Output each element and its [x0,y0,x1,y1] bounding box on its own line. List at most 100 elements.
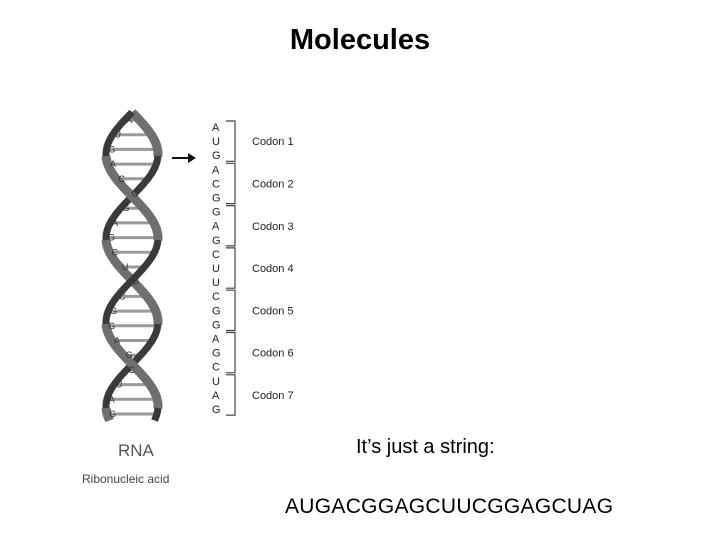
sequence-base: G [212,305,221,317]
ribbon-strand-a [137,287,147,296]
ribbon-strand-a [142,125,153,133]
ribbon-strand-b [128,193,138,202]
sequence-base: U [212,136,220,148]
helix-base: U [116,380,123,390]
helix-base: A [110,159,116,169]
ribbon-strand-a [116,206,124,213]
helix-base: A [109,394,115,404]
ribbon-strand-b [145,213,156,221]
helix-base: G [108,321,115,331]
ribbon-strand-b [110,173,120,181]
ribbon-strand-b [134,269,143,277]
ribbon-strand-a [117,203,126,211]
ribbon-strand-b [119,285,128,293]
ribbon-strand-a [111,380,119,387]
ribbon-strand-a [121,199,130,207]
ribbon-strand-a [112,378,121,385]
rna-sublabel: Ribonucleic acid [82,472,169,486]
ribbon-strand-a [137,119,147,128]
ribbon-strand-a [143,344,152,351]
ribbon-strand-b [113,345,123,353]
ribbon-strand-a [114,208,122,215]
ribbon-strand-b [140,264,148,271]
ribbon-strand-b [136,369,146,378]
right-arrow-icon [172,153,196,163]
ribbon-strand-a [145,342,153,349]
ribbon-strand-a [108,216,117,223]
ribbon-strand-a [108,255,119,263]
ribbon-strand-a [142,346,150,353]
ribbon-strand-a [106,252,116,259]
ribbon-strand-a [134,353,143,361]
ribbon-strand-a [145,129,156,137]
helix-base: G [123,203,130,213]
ribbon-strand-b [130,363,140,372]
ribbon-strand-a [132,113,142,122]
ribbon-strand-b [106,336,116,343]
sequence-base: A [212,334,220,346]
ribbon-strand-a [114,376,122,383]
helix-base: G [132,189,139,199]
ribbon-strand-b [142,209,153,217]
codon-label: Codon 3 [252,221,294,233]
ribbon-strand-b [123,113,131,121]
ribbon-strand-b [121,283,130,291]
ribbon-strand-b [149,252,157,258]
ribbon-strand-a [123,365,131,373]
ribbon-strand-a [121,367,130,375]
ribbon-strand-a [145,297,156,305]
ribbon-strand-b [118,351,128,360]
codon-bracket [226,247,236,289]
ribbon-strand-a [146,172,155,179]
helix-base: C [118,174,125,184]
ribbon-strand-a [117,265,127,274]
ribbon-strand-a [147,131,157,139]
ribbon-strand-b [130,195,140,204]
ribbon-strand-b [115,347,125,356]
codon-bracket [226,331,236,374]
ribbon-strand-a [109,382,118,389]
ribbon-strand-b [136,267,145,275]
ribbon-strand-a [142,293,153,301]
codon-label: Codon 4 [252,263,294,275]
sequence-base: G [212,207,221,219]
sequence-base: C [212,291,220,303]
ribbon-strand-a [119,201,128,209]
ribbon-strand-a [147,299,157,307]
ribbon-strand-a [140,348,148,355]
ribbon-strand-b [141,375,151,383]
ribbon-strand-b [136,201,146,210]
sequence-base: C [212,362,220,374]
helix-base: G [126,350,133,360]
ribbon-strand-b [131,273,139,281]
ribbon-strand-a [141,123,151,131]
ribbon-strand-a [145,174,153,181]
sequence-base: G [212,348,221,360]
ribbon-strand-a [109,214,118,221]
ribbon-strand-a [119,369,128,377]
ribbon-strand-b [108,132,117,139]
string-caption: It’s just a string: [356,436,495,458]
sequence-base: G [212,404,221,416]
ribbon-strand-a [132,281,142,290]
helix-base: A [112,218,118,228]
sequence-base: A [212,221,220,233]
sequence-column: AUGACGGAGCUUCGGAGCUAG [212,122,221,416]
ribbon-strand-b [120,353,130,362]
ribbon-strand-a [123,197,131,205]
sequence-base: U [212,277,220,289]
sequence-base: C [212,178,220,190]
ribbon-strand-a [134,115,144,124]
ribbon-strand-b [147,254,156,261]
ribbon-strand-b [108,171,119,179]
ribbon-strand-b [117,287,126,295]
helix-base: U [114,130,121,140]
helix-base: U [132,277,139,287]
ribbon-strand-a [118,267,128,276]
codon-bracket [226,205,236,247]
ribbon-strand-b [114,292,122,299]
ribbon-strand-b [111,128,119,135]
ribbon-strand-b [134,199,144,208]
ribbon-strand-a [139,289,149,298]
ribbon-strand-b [141,207,151,215]
